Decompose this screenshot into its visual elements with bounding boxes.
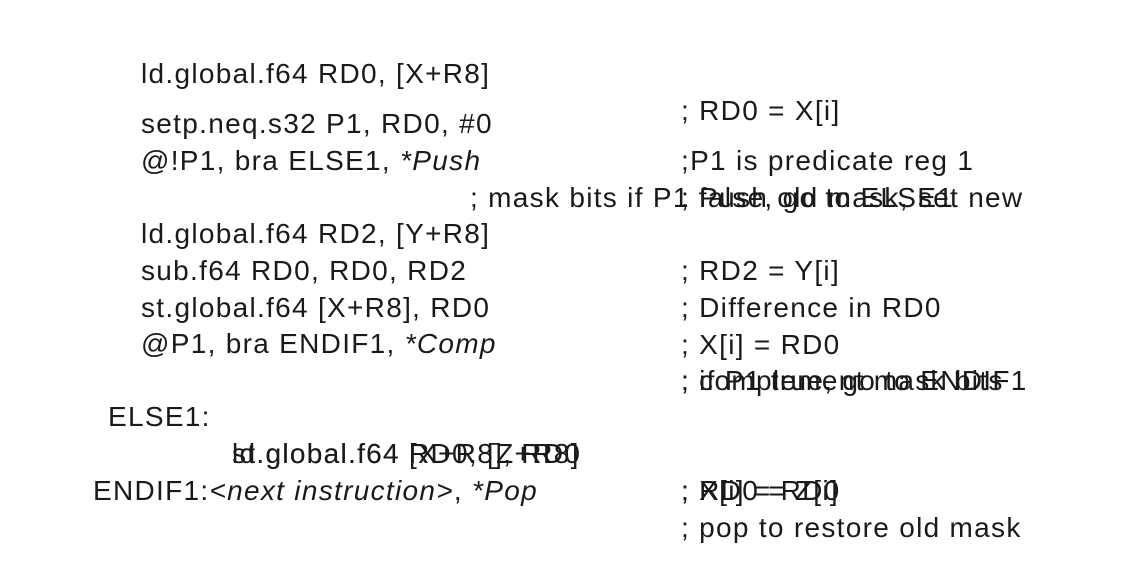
instruction: st.global.f64 [X+R8], RD0 [232,438,582,469]
comment: ; pop to restore old mask [681,512,1022,543]
instruction: @!P1, bra ELSE1, [141,145,401,176]
comment: ; Difference in RD0 [681,292,942,323]
placeholder-instruction: <next instruction> [209,475,454,506]
comment: ; if P1 true, go to ENDIF1 [681,365,1028,396]
code-line: @P1, bra ENDIF1, *Comp ; complement mask… [0,288,1002,396]
mask-annotation: *Comp [404,328,497,359]
comment: ; complement mask bits [681,365,1004,396]
comment: ; X[i] = RD0 [681,475,841,506]
code-line: sub.f64 RD0, RD0, RD2 ; Difference in RD… [0,215,940,323]
code-line: ; mask bits if P1 false, go to ELSE1 [0,142,953,213]
code-line: ld.global.f64 RD0, [X+R8] ; RD0 = X[i] [0,18,839,126]
code-line: st.global.f64 [X+R8], RD0 ; X[i] = RD0 [0,398,839,506]
instruction: setp.neq.s32 P1, RD0, #0 [141,108,493,139]
code-line: ld.global.f64 RD2, [Y+R8] ; RD2 = Y[i] [0,178,839,286]
branch-label: ELSE1: [108,401,211,432]
instruction: @P1, bra ENDIF1, [141,328,405,359]
branch-label: ENDIF1: [93,475,210,506]
mask-annotation: , *Pop [453,475,538,506]
instruction: ld.global.f64 RD0, [Z+R8] [232,438,580,469]
mask-annotation: *Push [400,145,482,176]
code-line: st.global.f64 [X+R8], RD0 ; X[i] = RD0 [0,252,839,360]
comment: ; mask bits if P1 false, go to ELSE1 [470,182,955,213]
instruction: st.global.f64 [X+R8], RD0 [141,292,491,323]
instruction: ld.global.f64 RD0, [X+R8] [141,58,491,89]
comment: ; RD2 = Y[i] [681,255,841,286]
comment: ;P1 is predicate reg 1 [681,145,975,176]
code-line: @!P1, bra ELSE1, *Push ; Push old mask, … [0,105,1022,213]
instruction: sub.f64 RD0, RD0, RD2 [141,255,468,286]
comment: ; RD0 = X[i] [681,95,841,126]
code-listing: ld.global.f64 RD0, [X+R8] ; RD0 = X[i] s… [0,18,1026,543]
code-line: ELSE1: ld.global.f64 RD0, [Z+R8] ; RD0 =… [0,361,838,506]
comment: ; X[i] = RD0 [681,329,841,360]
code-line: ENDIF1:<next instruction>, *Pop ; pop to… [0,435,1020,543]
code-line: ; if P1 true, go to ENDIF1 [0,325,1026,396]
comment: ; Push old mask, set new [681,182,1024,213]
instruction: ld.global.f64 RD2, [Y+R8] [141,218,491,249]
code-line: setp.neq.s32 P1, RD0, #0 ;P1 is predicat… [0,68,973,176]
